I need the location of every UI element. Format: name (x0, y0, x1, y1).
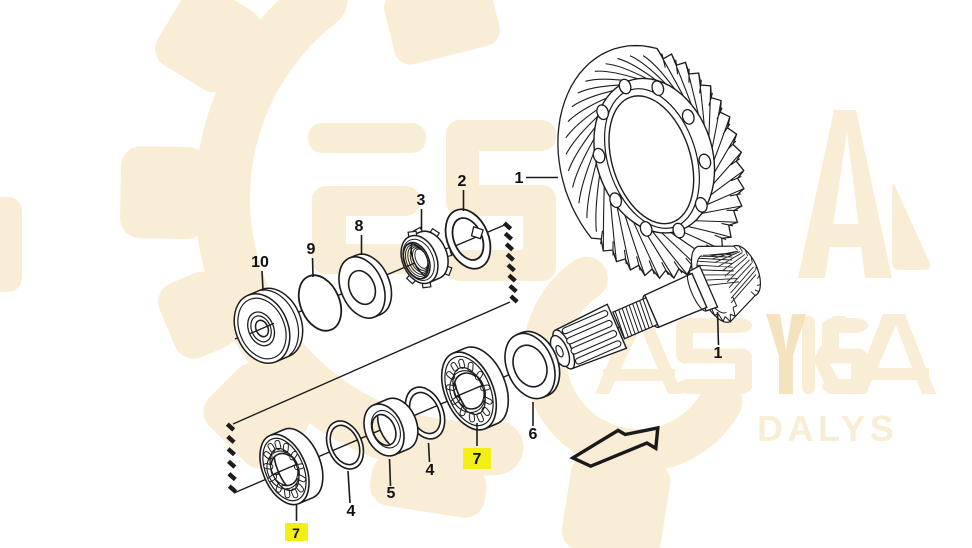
svg-text:9: 9 (307, 241, 316, 258)
svg-text:8: 8 (355, 218, 364, 235)
svg-text:7: 7 (292, 525, 300, 541)
svg-text:3: 3 (417, 192, 426, 209)
svg-text:1: 1 (515, 170, 524, 187)
svg-text:7: 7 (473, 451, 482, 468)
svg-text:4: 4 (347, 503, 356, 520)
svg-text:6: 6 (529, 426, 538, 443)
svg-text:4: 4 (426, 462, 435, 479)
svg-text:10: 10 (251, 254, 269, 271)
svg-text:2: 2 (458, 173, 467, 190)
svg-text:1: 1 (714, 345, 723, 362)
svg-text:DALYS: DALYS (757, 408, 898, 449)
svg-text:5: 5 (387, 485, 396, 502)
